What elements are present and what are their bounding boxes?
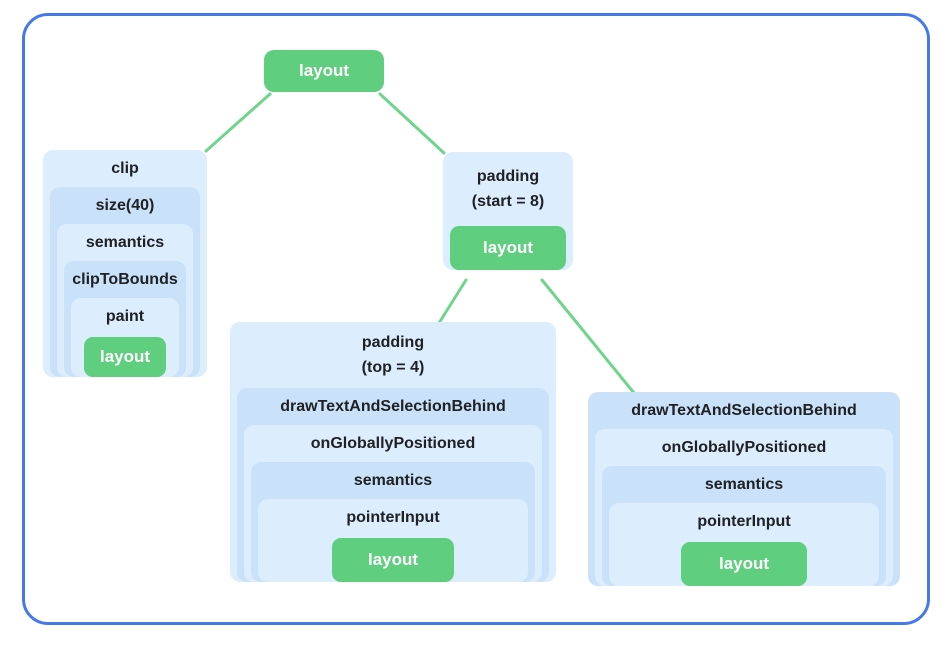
node-paint-label: paint <box>105 308 145 325</box>
node-semantics-label: semantics <box>85 234 165 251</box>
node-onglobally-box-right: onGloballyPositioned semantics pointerIn… <box>595 429 893 586</box>
node-size-label: size(40) <box>95 197 155 214</box>
node-layout-leaf-clip: layout <box>84 337 166 377</box>
drawtext-subtree: drawTextAndSelectionBehind onGloballyPos… <box>588 392 900 598</box>
node-pointerinput-box-mid: pointerInput layout <box>258 499 528 582</box>
node-onglobally-label-mid: onGloballyPositioned <box>310 435 476 452</box>
node-semantics-label-mid: semantics <box>353 472 433 489</box>
node-cliptobounds-label: clipToBounds <box>72 271 178 288</box>
node-padding-top-box: padding (top = 4) drawTextAndSelectionBe… <box>230 322 556 582</box>
padding-top-label-line1: padding <box>361 334 425 351</box>
node-semantics-box-mid: semantics pointerInput layout <box>251 462 535 582</box>
clip-subtree: clip size(40) semantics clipToBounds pai… <box>43 150 207 387</box>
node-layout-root: layout <box>264 50 384 92</box>
node-pointerinput-label-right: pointerInput <box>697 513 791 530</box>
node-onglobally-label-right: onGloballyPositioned <box>661 439 827 456</box>
node-semantics-box-right: semantics pointerInput layout <box>602 466 886 586</box>
node-drawtext-box-mid: drawTextAndSelectionBehind onGloballyPos… <box>237 388 549 582</box>
node-padding-start-label: padding (start = 8) <box>443 152 573 222</box>
node-paint-box: paint layout <box>71 298 179 377</box>
node-drawtext-label-mid: drawTextAndSelectionBehind <box>280 398 506 415</box>
node-clip-box: clip size(40) semantics clipToBounds pai… <box>43 150 207 377</box>
node-semantics-label-right: semantics <box>704 476 784 493</box>
node-padding-start-box: padding (start = 8) layout <box>443 152 573 270</box>
node-clip-label: clip <box>111 160 139 177</box>
padding-start-subtree: padding (start = 8) layout <box>443 152 573 278</box>
padding-start-label-line2: (start = 8) <box>471 193 545 210</box>
padding-start-label-line1: padding <box>476 168 540 185</box>
node-drawtext-label-right: drawTextAndSelectionBehind <box>631 402 857 419</box>
node-onglobally-box-mid: onGloballyPositioned semantics pointerIn… <box>244 425 542 582</box>
padding-top-label-line2: (top = 4) <box>361 359 425 376</box>
node-layout-leaf-padding-top: layout <box>332 538 454 582</box>
node-drawtext-box-right: drawTextAndSelectionBehind onGloballyPos… <box>588 392 900 586</box>
node-layout-leaf-drawtext: layout <box>681 542 807 586</box>
padding-top-subtree: padding (top = 4) drawTextAndSelectionBe… <box>230 322 556 594</box>
node-cliptobounds-box: clipToBounds paint layout <box>64 261 186 377</box>
node-pointerinput-box-right: pointerInput layout <box>609 503 879 586</box>
node-pointerinput-label-mid: pointerInput <box>346 509 440 526</box>
node-semantics-box: semantics clipToBounds paint layout <box>57 224 193 377</box>
node-size-box: size(40) semantics clipToBounds paint la… <box>50 187 200 377</box>
node-layout-leaf-padding-start: layout <box>450 226 566 270</box>
node-padding-top-label: padding (top = 4) <box>230 322 556 388</box>
